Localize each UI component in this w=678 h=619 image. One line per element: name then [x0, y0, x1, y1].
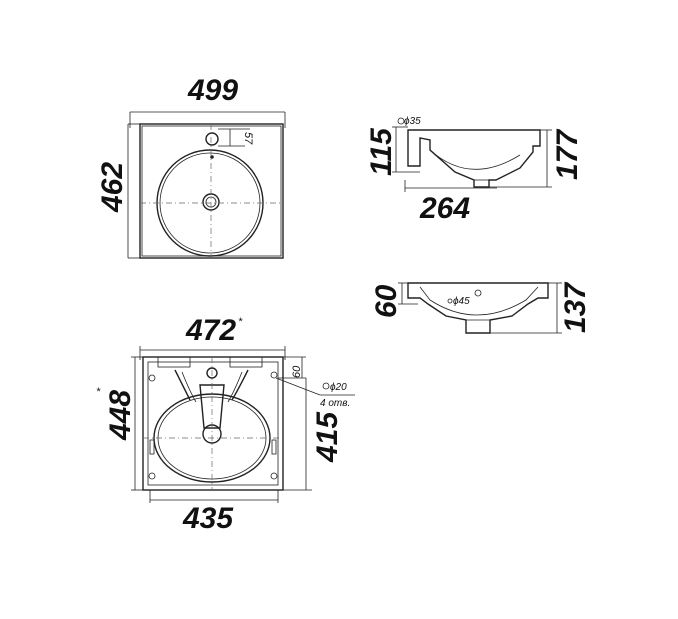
- section-view: 60 ϕ45 137: [370, 282, 592, 334]
- bottom-depth-note: *: [96, 386, 101, 398]
- top-width-label: 499: [187, 74, 238, 107]
- overflow-hole: [210, 155, 214, 159]
- mount-hole: [270, 472, 278, 480]
- side-view: 115 ϕ35 177 264: [365, 116, 584, 225]
- side-total-height-label: 177: [551, 129, 584, 180]
- bottom-inner-depth-label: 415: [311, 411, 344, 463]
- side-tap-hole-label: ϕ35: [404, 116, 421, 127]
- side-rim-depth-label: 115: [365, 127, 398, 176]
- section-rim-height-label: 60: [370, 284, 403, 318]
- section-total-height-label: 137: [559, 282, 592, 333]
- top-height-label: 462: [96, 162, 129, 213]
- bottom-view: 472 * 448 * 60 ϕ20: [96, 314, 355, 535]
- tap-hole: [205, 132, 219, 146]
- bottom-mount-offset-label: 60: [291, 365, 303, 378]
- mount-hole: [270, 371, 278, 379]
- mount-hole: [148, 374, 156, 382]
- overflow-channel: [199, 384, 225, 429]
- top-view: 499 462 57: [96, 74, 286, 259]
- section-profile: [407, 282, 549, 334]
- bottom-depth-label: 448: [104, 390, 137, 441]
- mount-hole: [148, 472, 156, 480]
- bottom-inner-width-label: 435: [182, 502, 234, 535]
- bottom-width-note: *: [238, 316, 243, 328]
- bottom-holes-count: 4 отв.: [320, 398, 350, 409]
- bottom-width-label: 472: [185, 314, 236, 347]
- top-hole-offset-label: 57: [242, 132, 254, 145]
- side-length-label: 264: [419, 192, 470, 225]
- top-outline: [139, 123, 284, 259]
- side-profile: [407, 129, 541, 188]
- bottom-holes-label: ϕ20: [330, 382, 347, 393]
- section-drain-label: ϕ45: [453, 296, 470, 307]
- bottom-outline: [142, 356, 284, 491]
